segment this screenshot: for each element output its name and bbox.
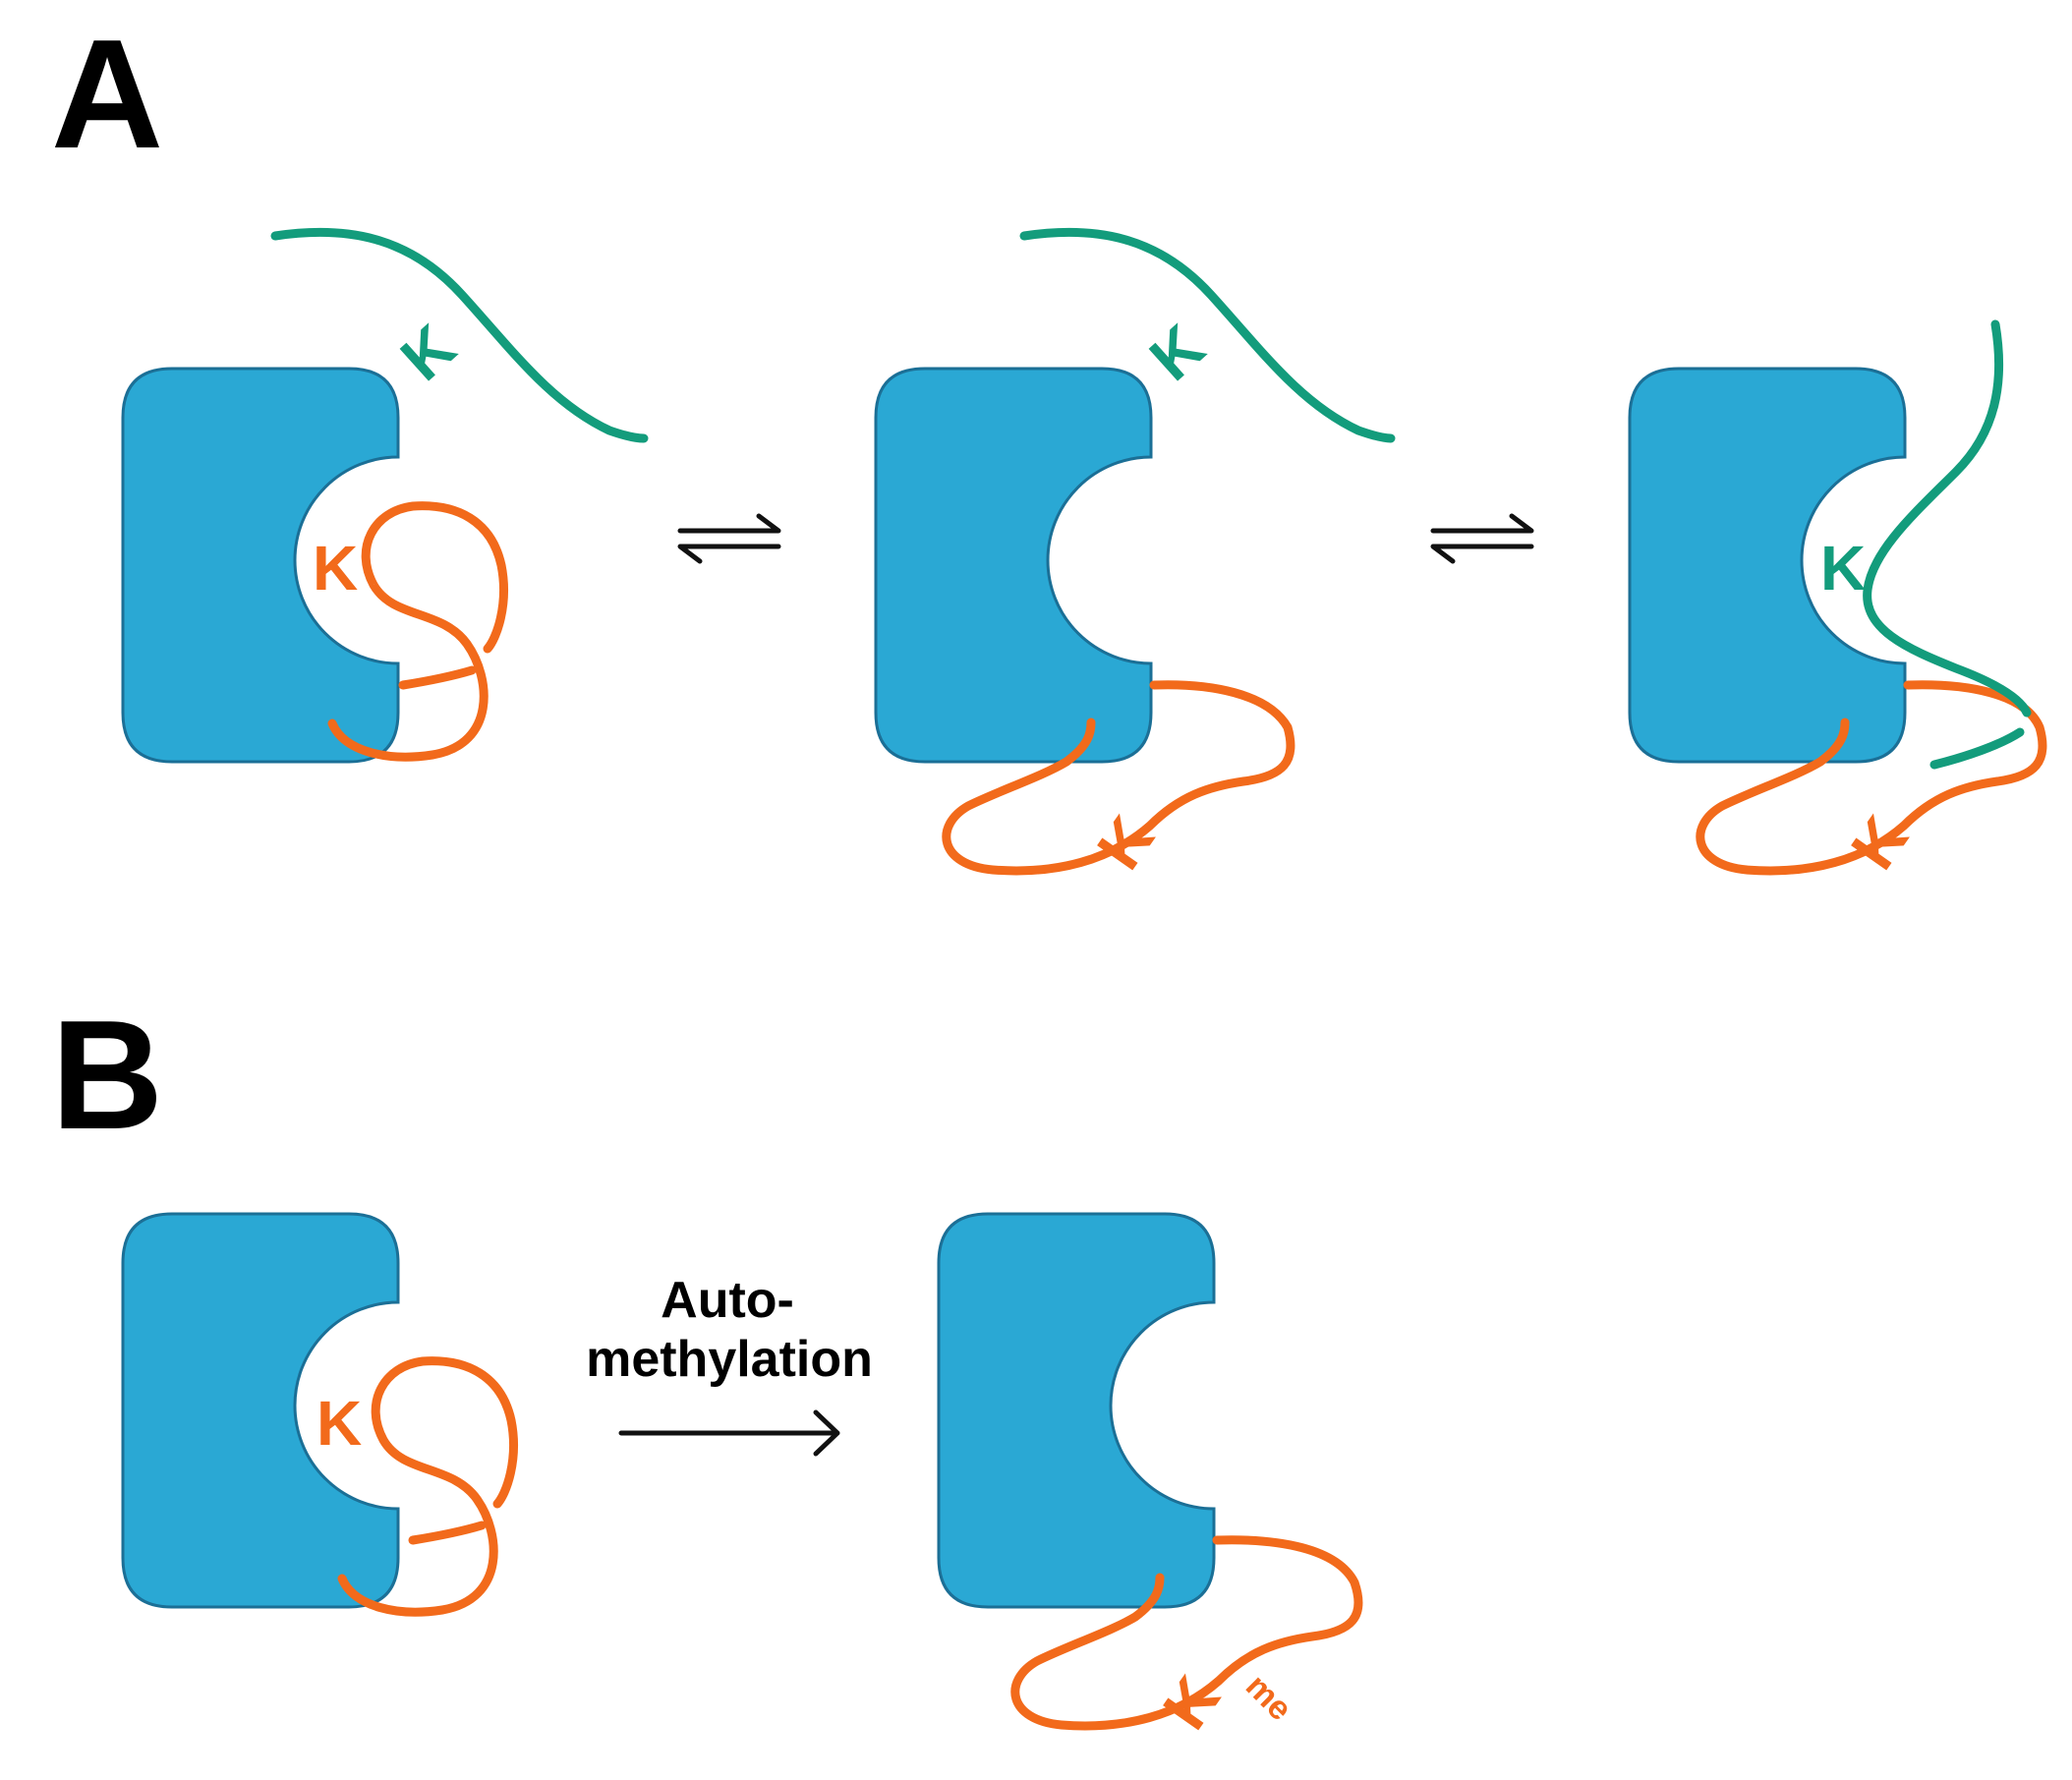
orange-autoinhibitory-strand-tail xyxy=(398,665,477,690)
green-substrate-strand xyxy=(270,227,649,443)
green-substrate-strand xyxy=(1863,319,2032,718)
orange-autoinhibitory-strand-tail xyxy=(408,1521,487,1545)
orange-autoinhibitory-strand xyxy=(337,1356,518,1617)
green-substrate-strand xyxy=(1019,227,1396,443)
orange-autoinhibitory-strand xyxy=(327,501,508,762)
bound-substrate-lysine-label: K xyxy=(1820,533,1866,603)
reaction-label-line-2: methylation xyxy=(586,1331,873,1388)
methyl-superscript-label: me xyxy=(1238,1667,1299,1728)
orange-released-strand xyxy=(1696,680,2047,876)
panel-label-b: B xyxy=(51,989,163,1162)
equilibrium-arrow-2 xyxy=(1430,513,1534,564)
reaction-label-line-1: Auto- xyxy=(661,1272,794,1329)
panel-a-state-3: K K xyxy=(1628,319,2047,882)
equilibrium-arrow-1 xyxy=(677,513,781,564)
orange-methylated-strand xyxy=(1010,1535,1363,1731)
autoinhibitory-lysine-label: K xyxy=(317,1388,362,1459)
reaction-arrow xyxy=(618,1409,840,1457)
panel-b-state-2: K me xyxy=(937,1212,1363,1742)
panel-a-state-1: K K xyxy=(121,227,649,764)
green-substrate-strand-end xyxy=(1929,727,2025,770)
autoinhibitory-lysine-label: K xyxy=(313,533,358,603)
automethylation-reaction: Auto- methylation xyxy=(586,1272,873,1457)
protein-body xyxy=(937,1212,1216,1609)
protein-body xyxy=(874,367,1153,764)
substrate-lysine-label: K xyxy=(387,311,469,393)
panel-label-a: A xyxy=(51,8,163,181)
substrate-lysine-label: K xyxy=(1136,311,1218,393)
panel-b-state-1: K xyxy=(121,1212,518,1617)
panel-a-state-2: K K xyxy=(874,227,1396,882)
orange-released-strand xyxy=(942,680,1295,876)
